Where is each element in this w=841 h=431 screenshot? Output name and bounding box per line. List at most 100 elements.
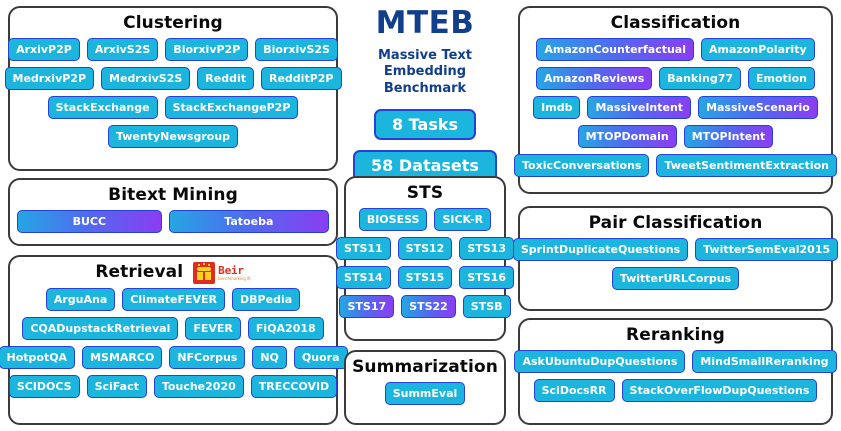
dataset-chip[interactable]: MSMARCO: [82, 346, 163, 369]
dataset-chip[interactable]: BiorxivS2S: [255, 38, 338, 62]
dataset-chip[interactable]: DBPedia: [232, 288, 301, 311]
dataset-chip[interactable]: STS13: [459, 237, 514, 261]
dataset-chip[interactable]: ArxivP2P: [8, 38, 80, 62]
dataset-chip[interactable]: BIOSESS: [358, 208, 428, 232]
beer-mugs-icon: [193, 262, 216, 284]
dataset-chip[interactable]: STS17: [339, 295, 395, 319]
dataset-chip[interactable]: SciFact: [86, 375, 147, 398]
dataset-chip[interactable]: ToxicConversations: [514, 154, 650, 178]
dataset-chip[interactable]: NFCorpus: [169, 346, 246, 369]
dataset-chip[interactable]: SICK-R: [434, 208, 492, 232]
dataset-chip[interactable]: AmazonCounterfactual: [536, 38, 694, 62]
dataset-chip[interactable]: FEVER: [185, 317, 241, 340]
panel-retrieval: Retrieval Beir benchmarking IR ArguAna Cl…: [0, 255, 348, 425]
dataset-chip[interactable]: TRECCOVID: [250, 375, 338, 398]
dataset-chip[interactable]: FiQA2018: [247, 317, 324, 340]
dataset-chip[interactable]: Banking77: [659, 67, 742, 91]
dataset-chip[interactable]: AskUbuntuDupQuestions: [514, 350, 686, 374]
panel-title-summarization: Summarization: [352, 357, 498, 377]
dataset-chip[interactable]: SciDocsRR: [533, 379, 615, 403]
dataset-chip[interactable]: BUCC: [17, 210, 162, 234]
dataset-chip[interactable]: TwentyNewsgroup: [107, 125, 239, 149]
dataset-chip[interactable]: MindSmallReranking: [692, 350, 837, 374]
dataset-chip[interactable]: HotpotQA: [0, 346, 76, 369]
dataset-chip[interactable]: ArxivS2S: [86, 38, 159, 62]
dataset-chip[interactable]: BiorxivP2P: [165, 38, 249, 62]
dataset-chip[interactable]: NQ: [252, 346, 287, 369]
chip-row: CQADupstackRetrieval FEVER FiQA2018: [17, 317, 329, 340]
chip-row: TwentyNewsgroup: [17, 125, 329, 149]
dataset-chip[interactable]: STS22: [401, 295, 456, 319]
dataset-chip[interactable]: TwitterURLCorpus: [611, 267, 740, 291]
dataset-chip[interactable]: STSB: [462, 295, 511, 319]
beir-logo-tagline: benchmarking IR: [218, 276, 251, 281]
chip-row: ArguAna ClimateFEVER DBPedia: [17, 288, 329, 311]
dataset-chip[interactable]: STS12: [397, 237, 453, 261]
dataset-chip[interactable]: MassiveIntent: [587, 96, 692, 120]
dataset-chip[interactable]: MTOPDomain: [577, 125, 677, 149]
panel-title-classification: Classification: [610, 13, 741, 33]
dataset-chip[interactable]: Touche2020: [153, 375, 244, 398]
dataset-chip[interactable]: MedrxivS2S: [101, 67, 191, 91]
dataset-chip[interactable]: Quora: [293, 346, 348, 369]
dataset-chip[interactable]: MedrxivP2P: [4, 67, 95, 91]
beir-logo-name: Beir: [218, 264, 244, 277]
dataset-chip[interactable]: TwitterSemEval2015: [695, 238, 839, 262]
brand-block: MTEB Massive Text Embedding Benchmark 8 …: [344, 8, 506, 182]
brand-subtitle-line2: Embedding Benchmark: [383, 64, 467, 96]
dataset-chip[interactable]: ArguAna: [45, 288, 116, 311]
dataset-chip[interactable]: TweetSentimentExtraction: [656, 154, 837, 178]
panel-pair-classification: Pair Classification SprintDuplicateQuest…: [512, 206, 839, 311]
page-title: MTEB: [375, 5, 475, 41]
dataset-chip[interactable]: Emotion: [748, 67, 815, 91]
dataset-chip[interactable]: STS16: [459, 266, 514, 290]
dataset-chip[interactable]: Tatoeba: [168, 210, 329, 234]
dataset-chip[interactable]: CQADupstackRetrieval: [22, 317, 179, 340]
dataset-chip[interactable]: Imdb: [533, 96, 581, 120]
dataset-chip[interactable]: ClimateFEVER: [122, 288, 226, 311]
dataset-chip[interactable]: STS14: [336, 266, 391, 290]
dataset-chip[interactable]: StackExchangeP2P: [164, 96, 299, 120]
dataset-chip[interactable]: SprintDuplicateQuestions: [512, 238, 689, 262]
dataset-chip[interactable]: AmazonPolarity: [701, 38, 815, 62]
dataset-chip[interactable]: Reddit: [197, 67, 254, 91]
panel-title-reranking: Reranking: [626, 325, 725, 345]
dataset-chip[interactable]: StackExchange: [47, 96, 158, 120]
dataset-chip[interactable]: SummEval: [384, 382, 466, 406]
dataset-chip[interactable]: RedditP2P: [261, 67, 342, 91]
dataset-chip[interactable]: SCIDOCS: [8, 375, 80, 398]
chip-row: SCIDOCS SciFact Touche2020 TRECCOVID: [8, 375, 338, 398]
dataset-chip[interactable]: StackOverFlowDupQuestions: [621, 379, 818, 403]
badge-tasks: 8 Tasks: [373, 108, 477, 141]
dataset-chip[interactable]: AmazonReviews: [536, 67, 653, 91]
beir-logo-icon: Beir benchmarking IR: [193, 262, 251, 284]
dataset-chip[interactable]: STS15: [397, 266, 453, 290]
dataset-chip[interactable]: MassiveScenario: [698, 96, 818, 120]
chip-rows-summarization: SummEval: [353, 382, 497, 406]
dataset-chip[interactable]: STS11: [336, 237, 391, 261]
dataset-chip[interactable]: MTOPIntent: [683, 125, 774, 149]
chip-row: AmazonCounterfactual AmazonPolarity: [527, 38, 824, 62]
panel-header-retrieval: Retrieval Beir benchmarking IR: [95, 262, 251, 284]
chip-row: SummEval: [353, 382, 497, 406]
panel-title-clustering: Clustering: [123, 13, 223, 33]
